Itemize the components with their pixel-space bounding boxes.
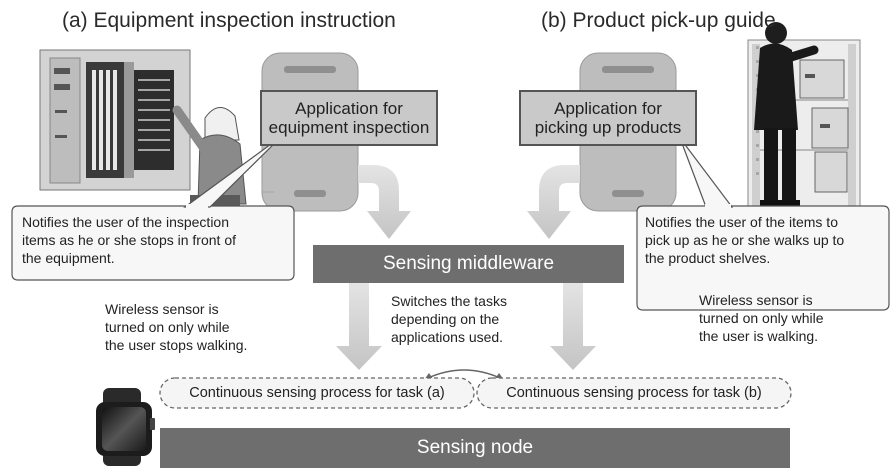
note-left: Wireless sensor is turned on only while … bbox=[105, 300, 305, 354]
process-task-b: Continuous sensing process for task (b) bbox=[506, 385, 762, 401]
note-line: applications used. bbox=[391, 329, 504, 345]
note-line: the user stops walking. bbox=[105, 337, 248, 353]
sensing-middleware-bar: Sensing middleware bbox=[313, 245, 624, 283]
app-box-line: picking up products bbox=[534, 118, 682, 137]
down-arrow-icon bbox=[336, 282, 382, 370]
note-line: turned on only while bbox=[699, 310, 824, 326]
app-box-line: equipment inspection bbox=[268, 118, 430, 137]
note-line: Wireless sensor is bbox=[699, 292, 813, 308]
smartwatch-icon bbox=[96, 388, 155, 466]
worker-picking-shelves-icon bbox=[747, 22, 861, 213]
callout-line: pick up as he or she walks up to bbox=[645, 232, 845, 248]
app-box-line: Application for bbox=[554, 99, 662, 118]
sensing-node-bar: Sensing node bbox=[160, 428, 790, 468]
note-line: turned on only while bbox=[105, 319, 230, 335]
callout-line: the product shelves. bbox=[645, 250, 771, 266]
callout-line: items as he or she stops in front of bbox=[22, 232, 236, 248]
note-line: depending on the bbox=[391, 311, 500, 327]
note-line: Wireless sensor is bbox=[105, 301, 219, 317]
worker-inspecting-equipment-icon bbox=[39, 49, 247, 209]
callout-line: Notifies the user of the inspection bbox=[22, 214, 230, 230]
app-box-equipment-inspection: Application for equipment inspection bbox=[260, 90, 438, 146]
down-arrow-icon bbox=[358, 165, 411, 239]
panel-a-title: (a) Equipment inspection instruction bbox=[62, 9, 396, 32]
callout-line: the equipment. bbox=[22, 250, 115, 266]
app-box-picking-products: Application for picking up products bbox=[519, 90, 697, 146]
process-task-a: Continuous sensing process for task (a) bbox=[189, 385, 445, 401]
note-line: Switches the tasks bbox=[391, 293, 507, 309]
note-line: the user is walking. bbox=[699, 328, 819, 344]
callout-line: Notifies the user of the items to bbox=[645, 214, 838, 230]
down-arrow-icon bbox=[550, 282, 596, 370]
note-center: Switches the tasks depending on the appl… bbox=[391, 292, 551, 346]
down-arrow-icon bbox=[527, 165, 580, 239]
callout-a: Notifies the user of the inspection item… bbox=[22, 213, 292, 267]
app-box-line: Application for bbox=[295, 99, 403, 118]
callout-b: Notifies the user of the items to pick u… bbox=[645, 213, 889, 267]
panel-b-title: (b) Product pick-up guide bbox=[541, 9, 776, 32]
note-right: Wireless sensor is turned on only while … bbox=[699, 291, 889, 345]
